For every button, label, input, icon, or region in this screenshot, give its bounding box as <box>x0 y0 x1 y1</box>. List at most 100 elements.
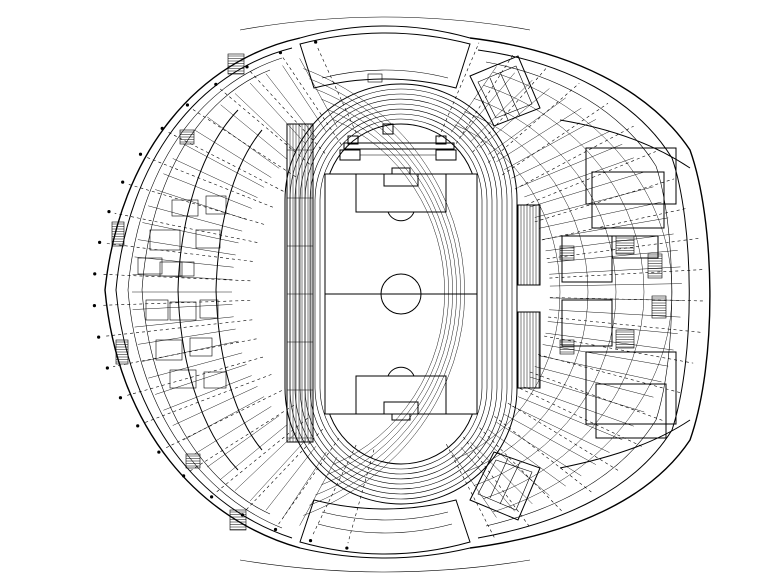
room-wall <box>539 355 662 383</box>
room-wall <box>545 332 674 351</box>
axis-bubble <box>240 513 244 517</box>
room-wall <box>142 222 239 244</box>
south-penalty-arc <box>387 366 415 377</box>
axis-line <box>534 178 675 223</box>
staircase <box>229 509 247 531</box>
room-wall <box>142 340 239 362</box>
room-wall <box>542 344 669 367</box>
staircase <box>615 329 635 349</box>
room-wall <box>148 205 243 232</box>
axis-bubble <box>273 527 278 532</box>
room-wall <box>163 375 252 411</box>
axis-line <box>472 66 549 153</box>
axis-bubble <box>278 51 283 55</box>
track-lane <box>304 103 498 485</box>
axis-bubble <box>345 546 349 550</box>
room-wall <box>172 158 258 198</box>
room-wall <box>172 386 258 426</box>
northeast-pavilion <box>469 55 541 127</box>
axis-line <box>463 436 530 527</box>
track-lane <box>314 113 488 475</box>
axis-line <box>142 374 272 424</box>
east-bleachers <box>517 204 541 389</box>
room-wall <box>220 424 288 480</box>
axis-radial-lines <box>92 40 705 550</box>
axis-line <box>544 335 694 364</box>
axis-bubble <box>136 424 140 428</box>
room-wall <box>451 451 497 518</box>
track-lane <box>294 93 508 495</box>
top-stand <box>299 32 471 89</box>
staircase <box>615 235 635 255</box>
axis-bubble <box>105 366 109 370</box>
axis-line <box>514 125 634 190</box>
room-ring <box>333 119 445 465</box>
track-lane <box>289 88 513 500</box>
room-wall <box>529 376 645 413</box>
axis-line <box>105 243 253 262</box>
room <box>169 369 197 389</box>
axis-line <box>163 390 282 450</box>
room-wall <box>183 396 265 441</box>
axis-bubble <box>314 40 318 44</box>
room-wall <box>460 72 515 137</box>
axis-bubble <box>182 474 186 478</box>
room <box>179 261 195 277</box>
axis-bubble <box>308 539 313 543</box>
room-wall <box>511 131 610 179</box>
axis-bubble <box>98 240 102 244</box>
room-wall <box>504 414 597 465</box>
axis-bubble <box>245 65 249 69</box>
room-wall <box>539 201 662 229</box>
axis-bubble <box>121 180 125 184</box>
southeast-pavilion <box>469 451 541 521</box>
room-wall <box>234 93 297 152</box>
room-wall <box>155 364 247 395</box>
room-wall <box>207 116 280 169</box>
track-field-equipment <box>339 123 457 161</box>
room-wall <box>460 447 515 512</box>
axis-line <box>537 354 681 394</box>
running-track <box>284 83 518 505</box>
track-lane <box>284 83 518 505</box>
axis-line <box>549 269 704 279</box>
axis-line <box>487 83 580 163</box>
room <box>171 199 199 217</box>
east-building <box>451 66 691 518</box>
axis-line <box>187 404 295 473</box>
center-circle <box>380 273 422 315</box>
room-wall <box>265 73 317 138</box>
room <box>159 261 183 277</box>
axis-bubble <box>214 82 218 86</box>
axis-line <box>114 212 258 243</box>
room <box>189 337 213 357</box>
axis-line <box>479 427 562 512</box>
perimeter-staircases <box>111 53 667 531</box>
room-wall <box>134 316 234 328</box>
outer-perimeter <box>104 16 711 573</box>
axis-line <box>166 131 284 192</box>
room-wall <box>194 406 272 455</box>
axis-line <box>541 207 689 241</box>
room-wall <box>496 107 582 162</box>
room-wall <box>518 396 623 440</box>
room-wall <box>529 171 645 208</box>
axis-bubble <box>185 103 190 107</box>
room-ring <box>492 71 673 513</box>
room-wall <box>282 451 327 519</box>
room <box>169 301 197 321</box>
axis-line <box>317 46 359 139</box>
room-wall <box>534 366 654 398</box>
axis-line <box>519 388 644 448</box>
axis-bubble <box>138 152 143 156</box>
axis-bubble <box>210 495 214 499</box>
room-wall <box>299 456 338 526</box>
room-wall <box>524 157 634 198</box>
axis-line <box>494 416 593 493</box>
room-wall <box>163 173 252 209</box>
room <box>203 371 227 389</box>
axis-line <box>312 444 357 536</box>
room-wall <box>282 65 327 133</box>
bottom-stand <box>299 499 471 555</box>
